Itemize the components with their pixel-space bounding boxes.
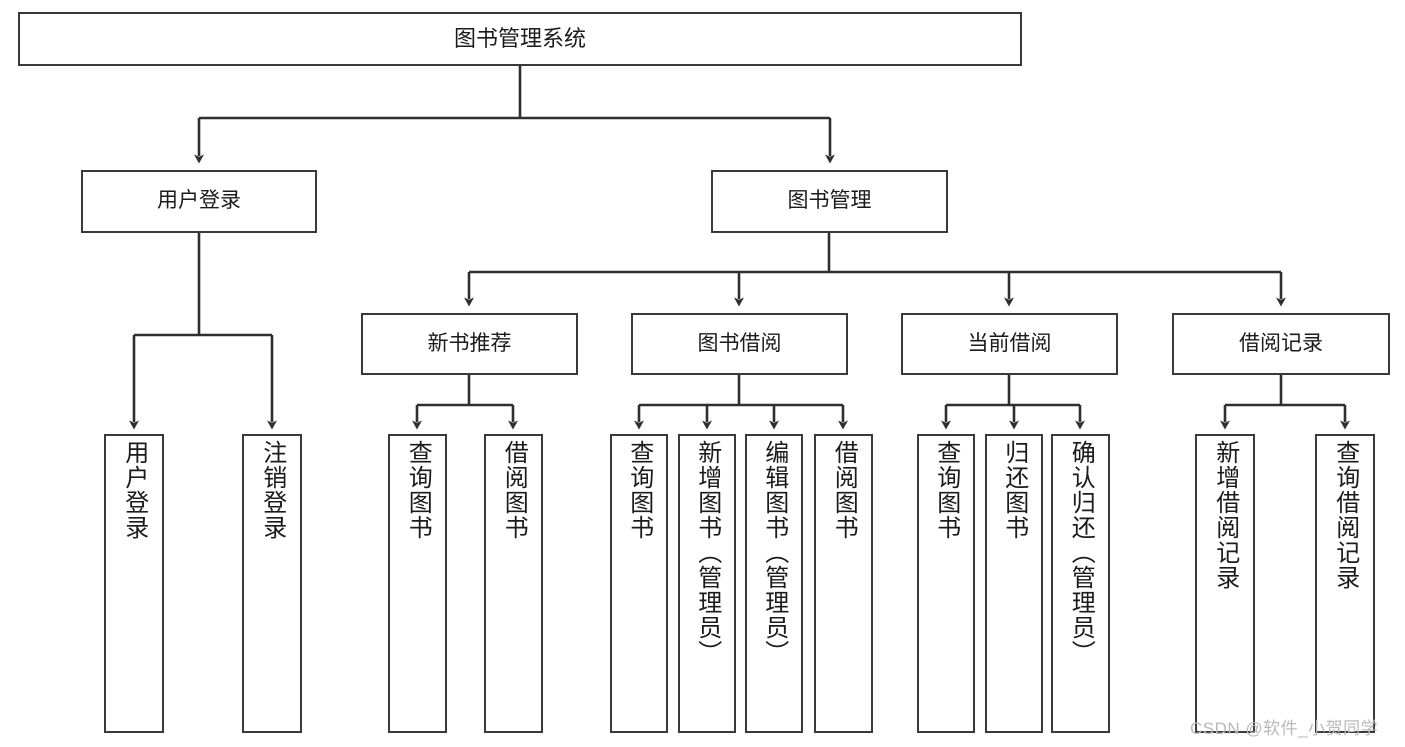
node-leaf-borrow-book-1[interactable]: 借阅图书	[484, 434, 543, 733]
node-label: 注销登录	[258, 440, 286, 540]
node-label: 当前借阅	[967, 331, 1052, 355]
node-label: 用户登录	[157, 189, 241, 213]
node-label: 确认归还（管理员）	[1067, 440, 1095, 665]
node-leaf-query-book-3[interactable]: 查询图书	[917, 434, 975, 733]
node-label: 查询图书	[625, 440, 653, 540]
csdn-watermark: CSDN @软件_小贺同学	[1190, 719, 1379, 738]
node-leaf-query-book-2[interactable]: 查询图书	[610, 434, 668, 733]
node-leaf-confirm-return[interactable]: 确认归还（管理员）	[1051, 434, 1110, 733]
node-leaf-logout[interactable]: 注销登录	[242, 434, 302, 733]
node-label: 查询借阅记录	[1331, 440, 1359, 590]
node-book-manage[interactable]: 图书管理	[711, 170, 948, 233]
node-label: 编辑图书（管理员）	[760, 440, 788, 665]
node-label: 查询图书	[404, 440, 432, 540]
node-label: 图书借阅	[697, 331, 782, 355]
node-label: 用户登录	[120, 440, 148, 540]
node-label: 借阅记录	[1239, 331, 1323, 355]
node-label: 归还图书	[1000, 440, 1028, 540]
node-book-borrow[interactable]: 图书借阅	[631, 313, 848, 375]
node-leaf-query-book-1[interactable]: 查询图书	[388, 434, 447, 733]
node-leaf-query-record[interactable]: 查询借阅记录	[1315, 434, 1375, 733]
node-leaf-return-book[interactable]: 归还图书	[985, 434, 1043, 733]
node-leaf-add-record[interactable]: 新增借阅记录	[1195, 434, 1255, 733]
node-leaf-user-login[interactable]: 用户登录	[104, 434, 164, 733]
node-label: 新增图书（管理员）	[693, 440, 721, 665]
node-label: 新书推荐	[427, 331, 512, 355]
node-label: 查询图书	[932, 440, 960, 540]
node-leaf-edit-book[interactable]: 编辑图书（管理员）	[745, 434, 803, 733]
node-user-login[interactable]: 用户登录	[81, 170, 317, 233]
node-root-system[interactable]: 图书管理系统	[18, 12, 1022, 66]
node-label: 图书管理系统	[453, 26, 586, 52]
node-label: 借阅图书	[830, 440, 858, 540]
node-leaf-add-book[interactable]: 新增图书（管理员）	[678, 434, 736, 733]
node-new-book-recommend[interactable]: 新书推荐	[361, 313, 578, 375]
node-label: 借阅图书	[500, 440, 528, 540]
node-label: 图书管理	[787, 189, 872, 213]
node-label: 新增借阅记录	[1211, 440, 1239, 590]
node-leaf-borrow-book-2[interactable]: 借阅图书	[814, 434, 873, 733]
node-current-borrow[interactable]: 当前借阅	[901, 313, 1118, 375]
node-borrow-record[interactable]: 借阅记录	[1172, 313, 1390, 375]
